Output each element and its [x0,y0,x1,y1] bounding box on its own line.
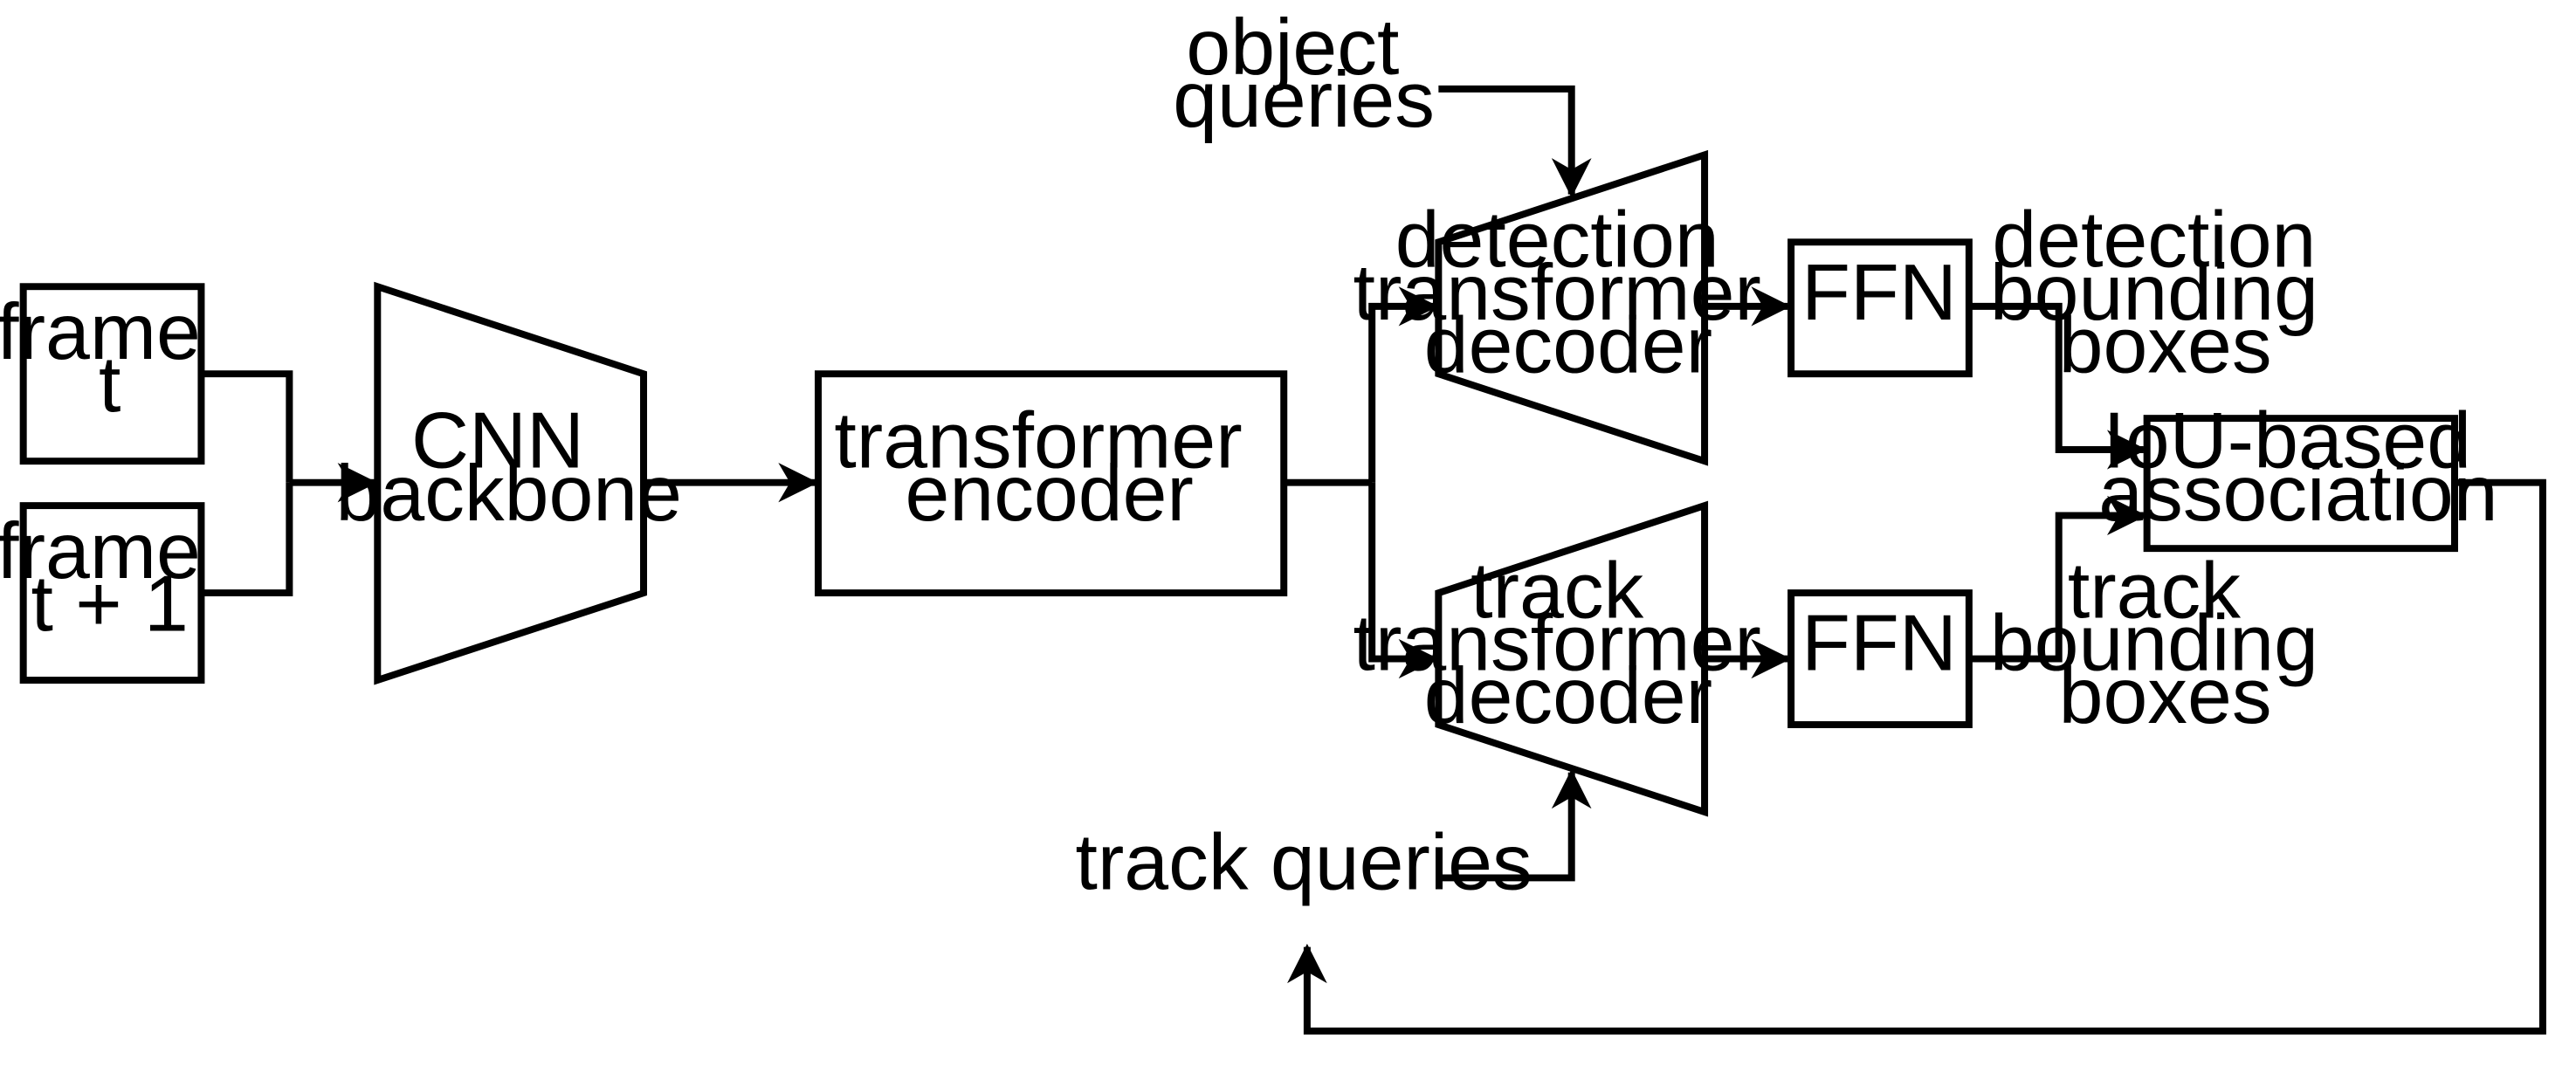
node-iou-association [2143,415,2458,553]
label-frame-t: frame t [0,289,223,430]
edge-split-to-track-decoder [1368,482,1439,679]
label-detection-decoder: detection transformer decoder [1353,196,1784,389]
node-cnn-backbone [374,281,648,685]
label-iou-association: IoU-based association [2098,397,2497,538]
edge-ffn-track-to-association [1968,495,2147,663]
edge-frame-t-to-merge [201,370,293,483]
label-ffn-detection: FFN [1801,249,1957,337]
node-track-decoder [1435,500,1709,817]
label-detection-bounding-boxes: detection bounding boxes [1990,196,2341,389]
edge-track-queries-to-track-decoder [1438,768,1592,882]
edge-ffn-detection-to-association [1968,302,2147,470]
node-detection-decoder [1435,149,1709,466]
label-transformer-encoder: transformer encoder [834,397,1264,538]
label-track-bounding-boxes: track bounding boxes [1990,547,2341,740]
edge-object-queries-to-detection-decoder [1438,85,1592,198]
node-frame-t1 [19,502,205,685]
label-track-decoder: track transformer decoder [1353,547,1784,740]
node-transformer-encoder [814,370,1288,597]
label-object-queries: object queries [1173,3,1435,144]
edge-split-to-detection-decoder [1368,286,1439,483]
label-ffn-track: FFN [1801,600,1957,688]
label-frame-t1: frame t + 1 [0,508,223,649]
label-track-queries: track queries [1075,819,1532,907]
label-cnn-backbone: CNN backbone [336,397,682,538]
edge-association-feedback-to-track-queries [1287,478,2546,1035]
edge-frame-t1-to-merge [201,482,293,597]
node-frame-t [19,283,205,465]
